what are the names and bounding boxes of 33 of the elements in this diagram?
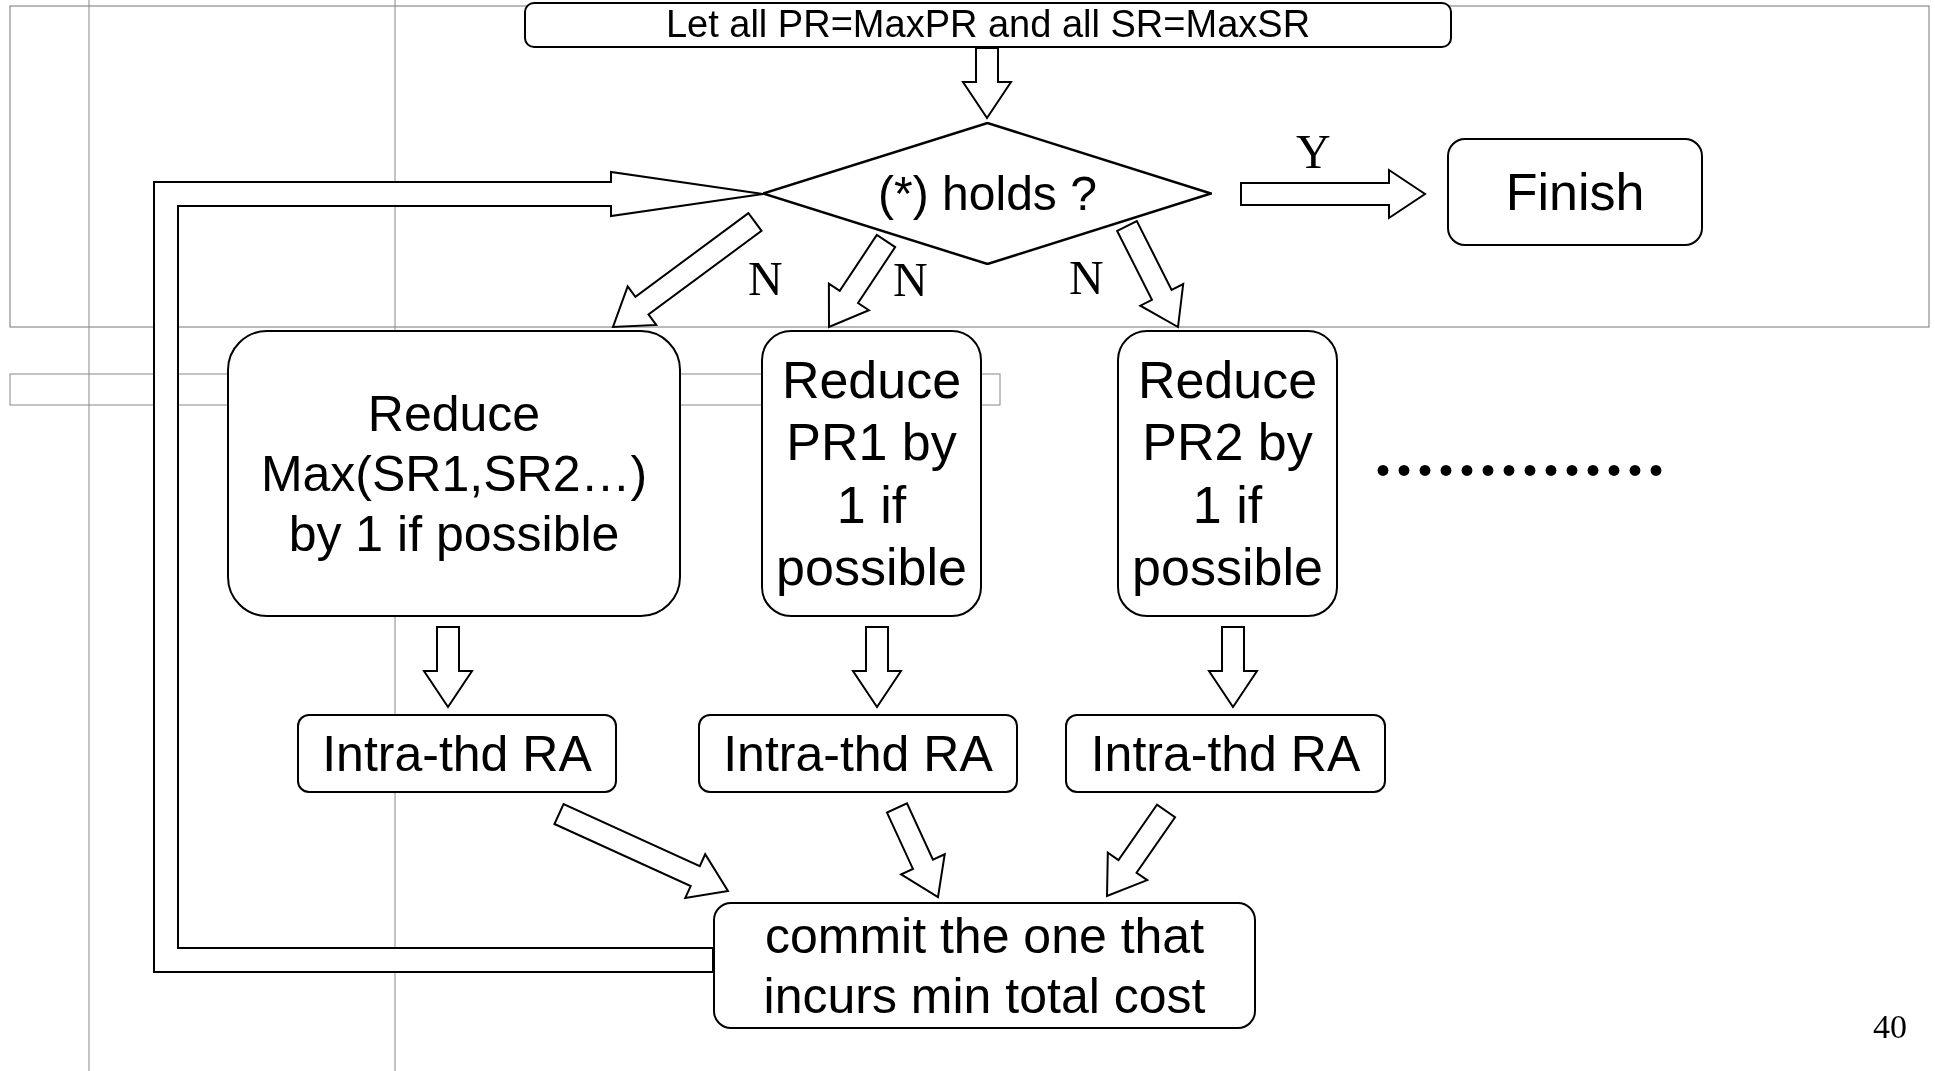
node-text: Reduce Max(SR1,SR2…) by 1 if possible xyxy=(259,384,649,564)
block-arrow xyxy=(851,626,903,709)
node-text: Reduce PR1 by 1 if possible xyxy=(775,349,968,598)
process-box xyxy=(297,714,617,793)
node-text: Intra-thd RA xyxy=(1090,724,1361,784)
node-text: Reduce PR2 by 1 if possible xyxy=(1131,349,1324,598)
node-text: (*) holds ? xyxy=(878,165,1097,222)
block-arrow xyxy=(1240,168,1427,220)
block-arrow xyxy=(961,47,1013,120)
process-box xyxy=(227,330,681,617)
start-box xyxy=(524,2,1452,48)
block-arrow xyxy=(553,802,730,900)
block-arrow xyxy=(422,626,474,709)
process-box xyxy=(698,714,1018,793)
page-number: 40 xyxy=(1873,1008,1907,1046)
block-arrow xyxy=(1105,803,1177,898)
node-text: commit the one that incurs min total cost xyxy=(762,906,1207,1026)
end-box xyxy=(1447,138,1703,246)
ellipsis-dots: •••••••••••••• xyxy=(1376,448,1671,493)
node-text: Let all PR=MaxPR and all SR=MaxSR xyxy=(665,2,1311,48)
process-box xyxy=(761,330,982,617)
process-box xyxy=(1117,330,1338,617)
block-arrow xyxy=(827,233,897,329)
block-arrow xyxy=(153,170,764,973)
process-box xyxy=(1065,714,1386,793)
node-text: Intra-thd RA xyxy=(322,724,592,784)
block-arrow xyxy=(885,802,946,899)
node-text: Intra-thd RA xyxy=(723,724,993,784)
node-text: Finish xyxy=(1505,161,1645,223)
block-arrow xyxy=(611,211,763,329)
block-arrow xyxy=(1115,219,1185,329)
block-arrow xyxy=(1207,626,1259,709)
process-box xyxy=(713,902,1256,1029)
